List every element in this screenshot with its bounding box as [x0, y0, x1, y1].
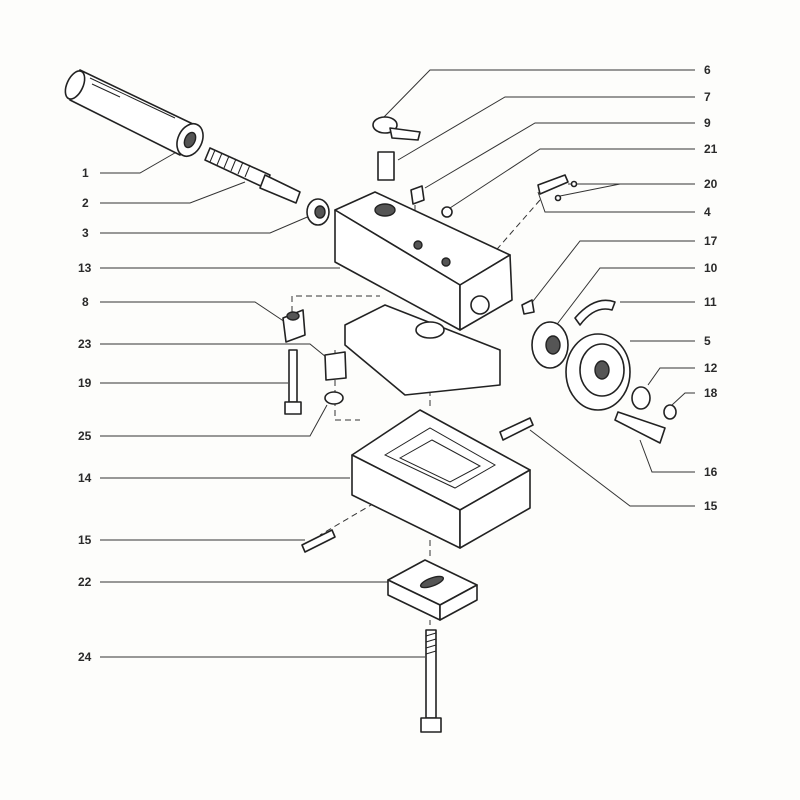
part-17-pin [521, 299, 535, 315]
callout-5: 5 [704, 334, 711, 348]
callout-15-right: 15 [704, 499, 718, 513]
callout-2: 2 [82, 196, 89, 210]
callout-24: 24 [78, 650, 92, 664]
part-5-handwheel [565, 333, 631, 411]
callout-6: 6 [704, 63, 711, 77]
part-16-handle [614, 411, 666, 444]
part-11-spring [574, 299, 616, 326]
callout-15-left: 15 [78, 533, 92, 547]
leader-lines [100, 69, 695, 658]
part-15-screw-right [499, 417, 534, 441]
callout-23: 23 [78, 337, 92, 351]
part-9-screw [410, 185, 425, 205]
callout-4: 4 [704, 205, 711, 219]
part-1-sleeve [64, 69, 204, 158]
part-2-leadscrew [204, 147, 301, 204]
part-20-screw [570, 180, 578, 188]
callout-16: 16 [704, 465, 718, 479]
callout-18: 18 [704, 386, 718, 400]
part-25-washer [324, 391, 344, 405]
callout-12: 12 [704, 361, 718, 375]
callout-19: 19 [78, 376, 92, 390]
callout-17: 17 [704, 234, 718, 248]
callout-14: 14 [78, 471, 92, 485]
part-12-nut [631, 386, 651, 410]
callout-25: 25 [78, 429, 92, 443]
part-15-screw-left [301, 529, 336, 553]
callout-9: 9 [704, 116, 711, 130]
callout-21: 21 [704, 142, 718, 156]
callout-11: 11 [704, 295, 717, 309]
callout-13: 13 [78, 261, 92, 275]
part-18-screw [663, 404, 677, 420]
callout-10: 10 [704, 261, 718, 275]
part-24-bolt [420, 629, 442, 733]
part-21-screw [441, 206, 453, 218]
callout-1: 1 [82, 166, 89, 180]
callout-7: 7 [704, 90, 711, 104]
callout-3: 3 [82, 226, 89, 240]
part-23-spacer [324, 351, 347, 381]
callout-labels: 1 2 3 13 8 23 19 25 14 15 22 24 6 7 9 21… [78, 63, 718, 664]
part-14-base-block [351, 409, 531, 549]
part-7-collar [377, 151, 395, 181]
part-13-toolpost-block [334, 191, 513, 396]
part-22-clamp [387, 559, 478, 621]
callout-8: 8 [82, 295, 89, 309]
callout-20: 20 [704, 177, 718, 191]
part-19-bolt [288, 349, 298, 403]
part-6-lever [372, 116, 421, 141]
callout-22: 22 [78, 575, 92, 589]
part-4-plate [537, 174, 569, 195]
